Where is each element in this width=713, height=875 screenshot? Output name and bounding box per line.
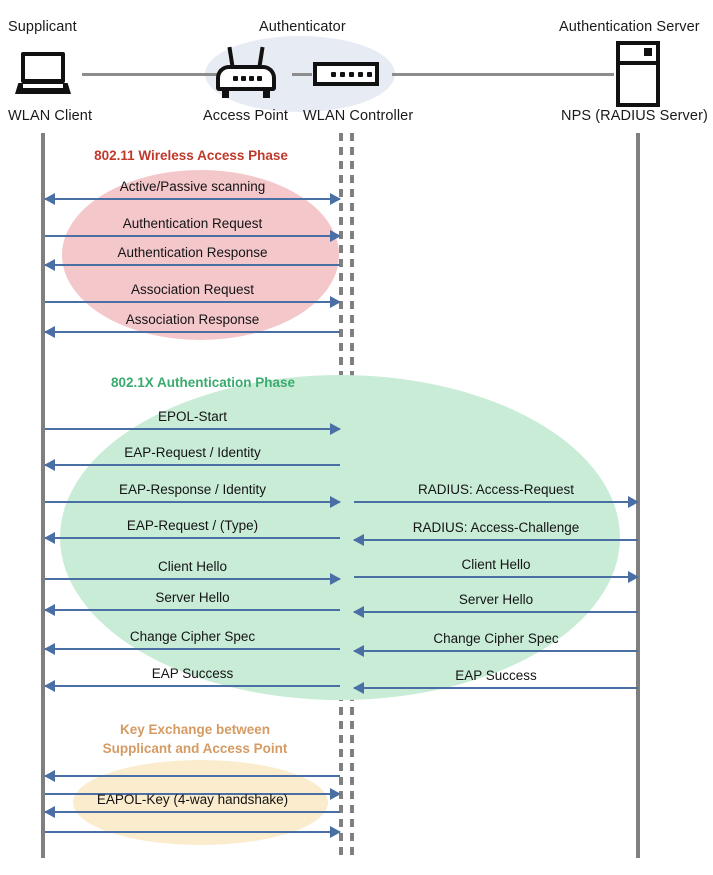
message-label: Active/Passive scanning xyxy=(119,179,266,194)
message-key-exchange-4 xyxy=(45,813,341,838)
phase-8021x-caption: 802.1X Authentication Phase xyxy=(110,375,296,390)
message-label: Change Cipher Spec xyxy=(433,631,559,646)
message-label: Client Hello xyxy=(157,559,228,574)
wire-controller-to-server xyxy=(392,73,614,76)
message-label: EAP-Request / (Type) xyxy=(126,518,259,533)
message-client-hello-left: Client Hello xyxy=(45,558,341,585)
message-label: RADIUS: Access-Request xyxy=(417,482,575,497)
phase-key-exchange-caption: Key Exchange between Supplicant and Acce… xyxy=(90,720,300,758)
actor-device-nps-radius-server: NPS (RADIUS Server) xyxy=(561,108,708,124)
phase-key-exchange-caption-line1: Key Exchange between xyxy=(119,722,271,737)
message-eapol-start: EPOL-Start xyxy=(45,408,341,435)
message-label: Server Hello xyxy=(155,590,230,605)
actor-device-access-point: Access Point xyxy=(203,108,289,124)
wlan-controller-icon xyxy=(313,62,379,86)
message-change-cipher-spec-left: Change Cipher Spec xyxy=(44,628,340,655)
message-key-exchange-2 xyxy=(45,775,341,800)
server-icon xyxy=(616,41,660,107)
wire-client-to-ap xyxy=(82,73,222,76)
message-label: EAP-Request / Identity xyxy=(124,445,261,460)
actor-role-authentication-server: Authentication Server xyxy=(559,19,700,35)
actor-role-authenticator: Authenticator xyxy=(259,19,346,35)
message-label: EAP Success xyxy=(151,666,234,681)
message-client-hello-right: Client Hello xyxy=(354,556,639,583)
phase-key-exchange-caption-line2: Supplicant and Access Point xyxy=(102,741,288,756)
message-association-response: Association Response xyxy=(44,311,340,338)
message-eap-request-identity: EAP-Request / Identity xyxy=(44,444,340,471)
lifeline-authentication-server xyxy=(636,133,640,858)
message-authentication-response: Authentication Response xyxy=(44,244,340,271)
message-label: Association Response xyxy=(125,312,260,327)
message-label: EAPOL-Key (4-way handshake) xyxy=(96,792,289,807)
message-authentication-request: Authentication Request xyxy=(45,215,341,242)
message-association-request: Association Request xyxy=(45,281,341,308)
message-eap-request-type: EAP-Request / (Type) xyxy=(44,517,340,544)
message-eap-response-identity: EAP-Response / Identity xyxy=(45,481,341,508)
message-eapol-key-4-way-handshake: EAPOL-Key (4-way handshake) xyxy=(44,792,340,818)
message-label: Change Cipher Spec xyxy=(129,629,256,644)
message-change-cipher-spec-right: Change Cipher Spec xyxy=(353,630,638,657)
laptop-icon xyxy=(15,52,71,96)
lifeline-supplicant xyxy=(41,133,45,858)
message-active-passive-scanning: Active/Passive scanning xyxy=(44,178,341,205)
message-server-hello-right: Server Hello xyxy=(353,591,638,618)
message-eap-success-right: EAP Success xyxy=(353,667,638,694)
message-label: EPOL-Start xyxy=(157,409,228,424)
message-key-exchange-1 xyxy=(44,757,340,782)
message-label: Client Hello xyxy=(461,557,531,572)
message-label: Association Request xyxy=(130,282,255,297)
message-label: Server Hello xyxy=(458,592,534,607)
message-label: RADIUS: Access-Challenge xyxy=(412,520,580,535)
actor-role-supplicant: Supplicant xyxy=(8,19,77,35)
wire-ap-to-controller xyxy=(292,73,312,76)
message-label: Authentication Request xyxy=(122,216,263,231)
access-point-icon xyxy=(216,46,276,99)
actor-device-wlan-client: WLAN Client xyxy=(8,108,93,124)
message-label: Authentication Response xyxy=(117,245,268,260)
phase-80211-caption: 802.11 Wireless Access Phase xyxy=(94,148,288,163)
actor-device-wlan-controller: WLAN Controller xyxy=(303,108,414,124)
message-radius-access-request: RADIUS: Access-Request xyxy=(354,481,639,508)
message-label: EAP Success xyxy=(455,668,537,683)
message-eap-success-left: EAP Success xyxy=(44,665,340,692)
message-radius-access-challenge: RADIUS: Access-Challenge xyxy=(353,519,638,546)
phase-key-exchange-ellipse xyxy=(73,760,328,845)
message-server-hello-left: Server Hello xyxy=(44,589,340,616)
message-label: EAP-Response / Identity xyxy=(118,482,267,497)
